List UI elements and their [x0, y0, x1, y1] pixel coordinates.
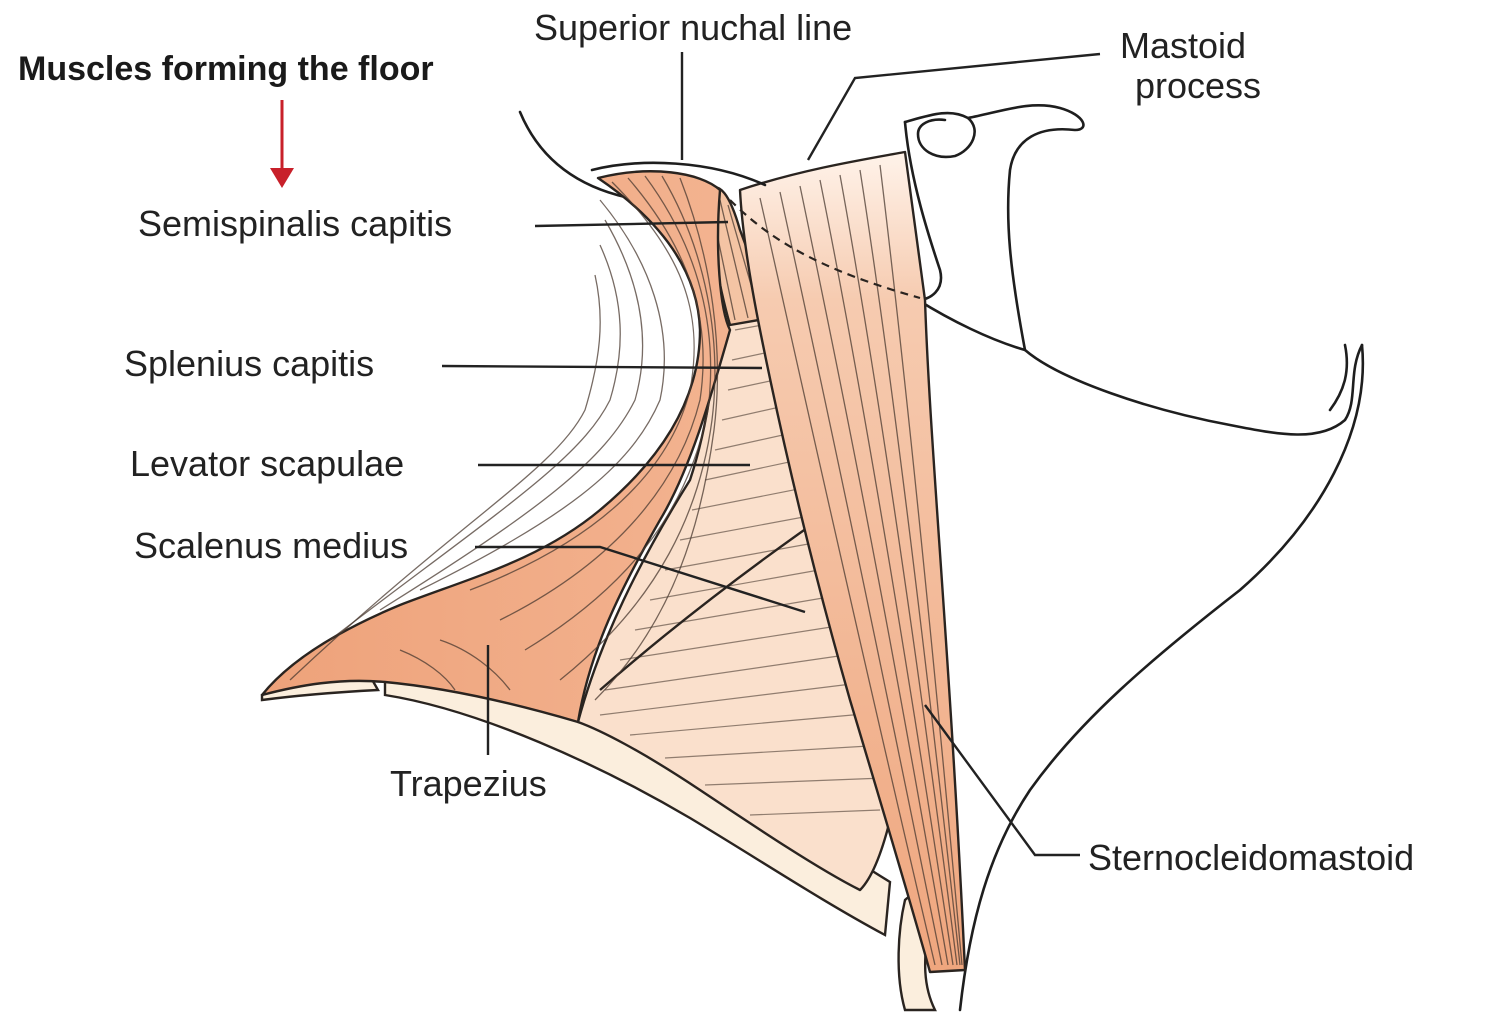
label-scalenus-medius: Scalenus medius — [134, 525, 408, 566]
label-mastoid-line2: process — [1135, 65, 1261, 106]
label-semispinalis-capitis: Semispinalis capitis — [138, 203, 452, 244]
label-sternocleidomastoid: Sternocleidomastoid — [1088, 837, 1414, 878]
label-mastoid-line1: Mastoid — [1120, 25, 1246, 66]
label-levator-scapulae: Levator scapulae — [130, 443, 404, 484]
label-splenius-capitis: Splenius capitis — [124, 343, 374, 384]
label-superior-nuchal-line: Superior nuchal line — [534, 7, 852, 48]
down-arrow-icon — [270, 100, 294, 188]
label-trapezius: Trapezius — [390, 763, 547, 804]
floor-heading: Muscles forming the floor — [18, 50, 434, 88]
